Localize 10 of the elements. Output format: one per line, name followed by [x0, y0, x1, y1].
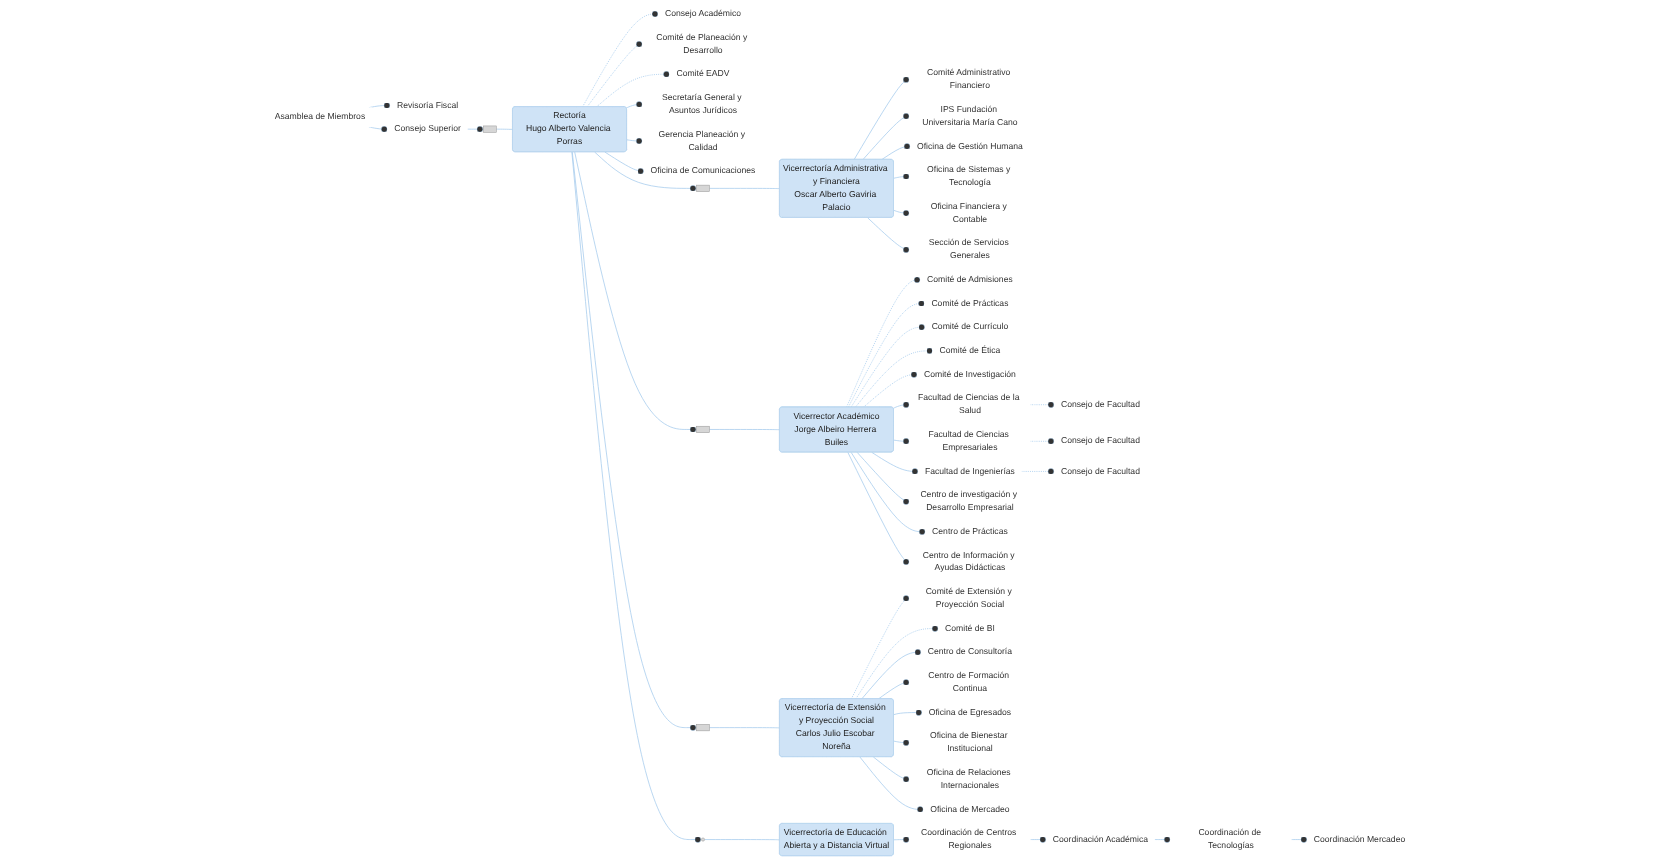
node-box — [696, 425, 710, 433]
node-box — [696, 184, 710, 192]
connector — [709, 727, 781, 729]
connector — [709, 429, 781, 431]
node-box — [696, 724, 710, 732]
connector — [495, 128, 514, 130]
node-box — [483, 125, 497, 133]
connector — [704, 839, 781, 841]
node-person — [701, 837, 705, 842]
connector — [709, 187, 781, 190]
